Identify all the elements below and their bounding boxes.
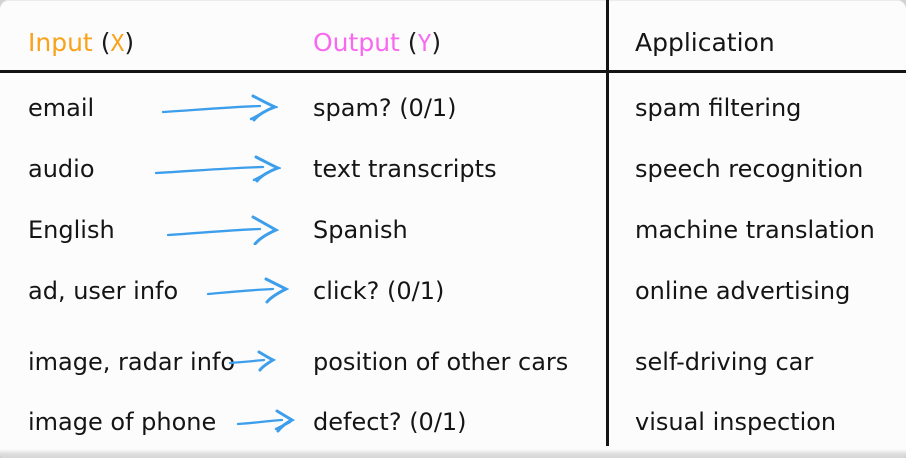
arrow-icon: [236, 407, 296, 437]
input-variable-x: X: [110, 31, 125, 57]
output-column-header: Output (Y): [313, 26, 441, 60]
output-cell: defect? (0/1): [313, 408, 467, 436]
header-divider-line: [0, 70, 906, 73]
input-cell: image of phone: [28, 408, 217, 436]
output-header-close-paren: ): [431, 28, 442, 57]
output-header-label: Output: [313, 28, 400, 57]
output-cell: Spanish: [313, 216, 408, 244]
application-cell: online advertising: [635, 277, 851, 305]
output-cell: position of other cars: [313, 348, 569, 376]
application-column-header: Application: [635, 28, 775, 57]
arrow-icon: [205, 276, 290, 306]
output-cell: click? (0/1): [313, 277, 445, 305]
application-cell: speech recognition: [635, 155, 864, 183]
arrow-icon: [153, 154, 281, 184]
input-cell: audio: [28, 155, 95, 183]
application-cell: spam filtering: [635, 94, 802, 122]
output-cell: text transcripts: [313, 155, 497, 183]
application-cell: visual inspection: [635, 408, 837, 436]
slide-bottom-edge: [0, 449, 906, 458]
arrow-icon: [160, 93, 278, 123]
input-header-open-paren: (: [100, 28, 111, 57]
input-header-close-paren: ): [124, 28, 135, 57]
application-divider-line: [606, 0, 609, 446]
arrow-icon: [228, 347, 276, 377]
output-cell: spam? (0/1): [313, 94, 457, 122]
input-header-label: Input: [28, 28, 93, 57]
input-cell: ad, user info: [28, 277, 179, 305]
output-header-open-paren: (: [407, 28, 418, 57]
output-variable-y: Y: [417, 31, 432, 57]
arrow-icon: [165, 215, 280, 245]
application-cell: self-driving car: [635, 348, 814, 376]
application-cell: machine translation: [635, 216, 875, 244]
input-cell: image, radar info: [28, 348, 236, 376]
input-column-header: Input (X): [28, 26, 134, 60]
input-cell: English: [28, 216, 115, 244]
input-cell: email: [28, 94, 95, 122]
